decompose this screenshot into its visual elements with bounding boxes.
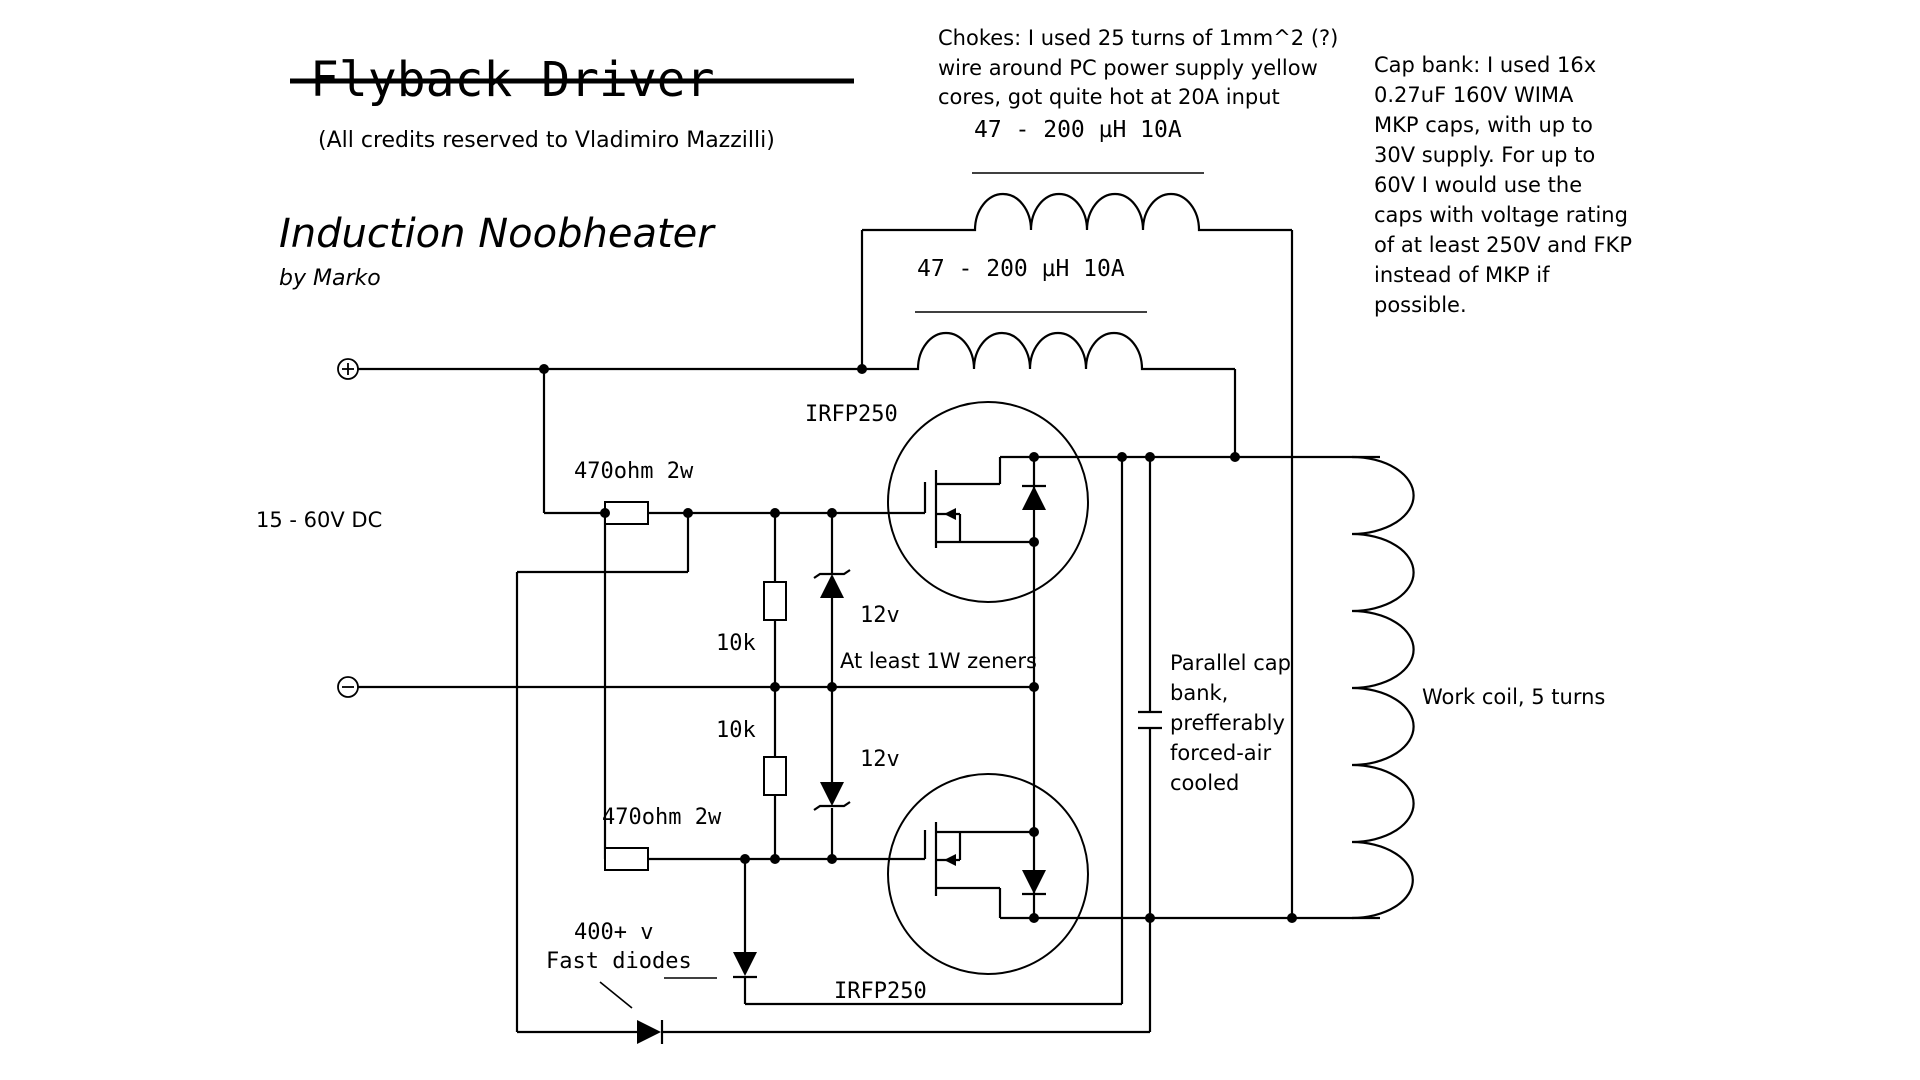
junction-dots: [539, 364, 1297, 923]
work-coil-label: Work coil, 5 turns: [1422, 685, 1605, 709]
mosfet-bottom: [887, 687, 1089, 975]
fast-diode-label: Fast diodes: [546, 949, 692, 974]
minus-terminal: [337, 676, 359, 698]
choke-2-label: 47 - 200 µH 10A: [917, 256, 1125, 282]
zener-note: At least 1W zeners: [840, 649, 1037, 673]
resistor-10k-top-label: 10k: [716, 631, 756, 656]
choke-note: Chokes: I used 25 turns of 1mm^2 (?) wir…: [938, 26, 1338, 109]
cap-note-line: Cap bank: I used 16x: [1374, 53, 1596, 77]
resistor-470-top: [604, 501, 649, 525]
credits-text: (All credits reserved to Vladimiro Mazzi…: [318, 128, 775, 153]
author-text: by Marko: [279, 266, 381, 291]
mosfet-top: [887, 401, 1089, 687]
cap-note-line: 0.27uF 160V WIMA: [1374, 83, 1574, 107]
supply-voltage-label: 15 - 60V DC: [256, 508, 382, 532]
cap-bank-label-line: forced-air: [1170, 741, 1271, 765]
resistor-10k-bottom: [763, 756, 787, 796]
resistor-470-top-label: 470ohm 2w: [574, 459, 694, 484]
resistor-10k-bottom-label: 10k: [716, 718, 756, 743]
wiring: [358, 230, 1380, 1034]
cap-bank-label-line: bank,: [1170, 681, 1228, 705]
fast-diode-voltage: 400+ v: [574, 920, 653, 945]
choke-1-label: 47 - 200 µH 10A: [974, 117, 1182, 143]
resistor-470-bottom: [604, 847, 649, 871]
cap-bank-note: Cap bank: I used 16x 0.27uF 160V WIMA MK…: [1374, 53, 1632, 317]
cap-bank-label-line: prefferably: [1170, 711, 1285, 735]
cap-bank-label-line: Parallel cap: [1170, 651, 1291, 675]
mosfet-top-label: IRFP250: [805, 402, 898, 427]
cap-note-line: possible.: [1374, 293, 1467, 317]
choke-note-line: cores, got quite hot at 20A input: [938, 85, 1280, 109]
cap-note-line: 60V I would use the: [1374, 173, 1582, 197]
zener-bottom-label: 12v: [860, 747, 900, 772]
cap-bank-label-line: cooled: [1170, 771, 1239, 795]
fast-diode-feedback: [637, 1020, 664, 1044]
resistor-470-bottom-label: 470ohm 2w: [602, 805, 722, 830]
main-title: Induction Noobheater: [279, 211, 716, 257]
choke-2: 47 - 200 µH 10A: [862, 256, 1235, 371]
cap-bank-label: Parallel cap bank, prefferably forced-ai…: [1170, 651, 1291, 795]
cap-note-line: caps with voltage rating: [1374, 203, 1628, 227]
resistor-10k-top: [763, 581, 787, 621]
choke-note-line: Chokes: I used 25 turns of 1mm^2 (?): [938, 26, 1338, 50]
choke-note-line: wire around PC power supply yellow: [938, 56, 1318, 80]
plus-terminal: [337, 358, 359, 380]
cap-note-line: 30V supply. For up to: [1374, 143, 1595, 167]
zener-diode-top: [813, 569, 851, 598]
cap-note-line: of at least 250V and FKP: [1374, 233, 1632, 257]
cap-bank: [1138, 710, 1162, 730]
choke-2-inductor: [862, 331, 1235, 371]
choke-1: 47 - 200 µH 10A: [862, 117, 1292, 232]
fast-diode-pointer: [599, 981, 633, 1009]
fast-diode-bottom: [733, 952, 757, 979]
cap-note-line: MKP caps, with up to: [1374, 113, 1593, 137]
cap-note-line: instead of MKP if: [1374, 263, 1550, 287]
choke-1-inductor: [862, 192, 1292, 232]
work-coil: [1351, 455, 1415, 920]
zener-diode-bottom: [813, 782, 851, 811]
mosfet-bottom-label: IRFP250: [834, 979, 927, 1004]
zener-top-label: 12v: [860, 603, 900, 628]
